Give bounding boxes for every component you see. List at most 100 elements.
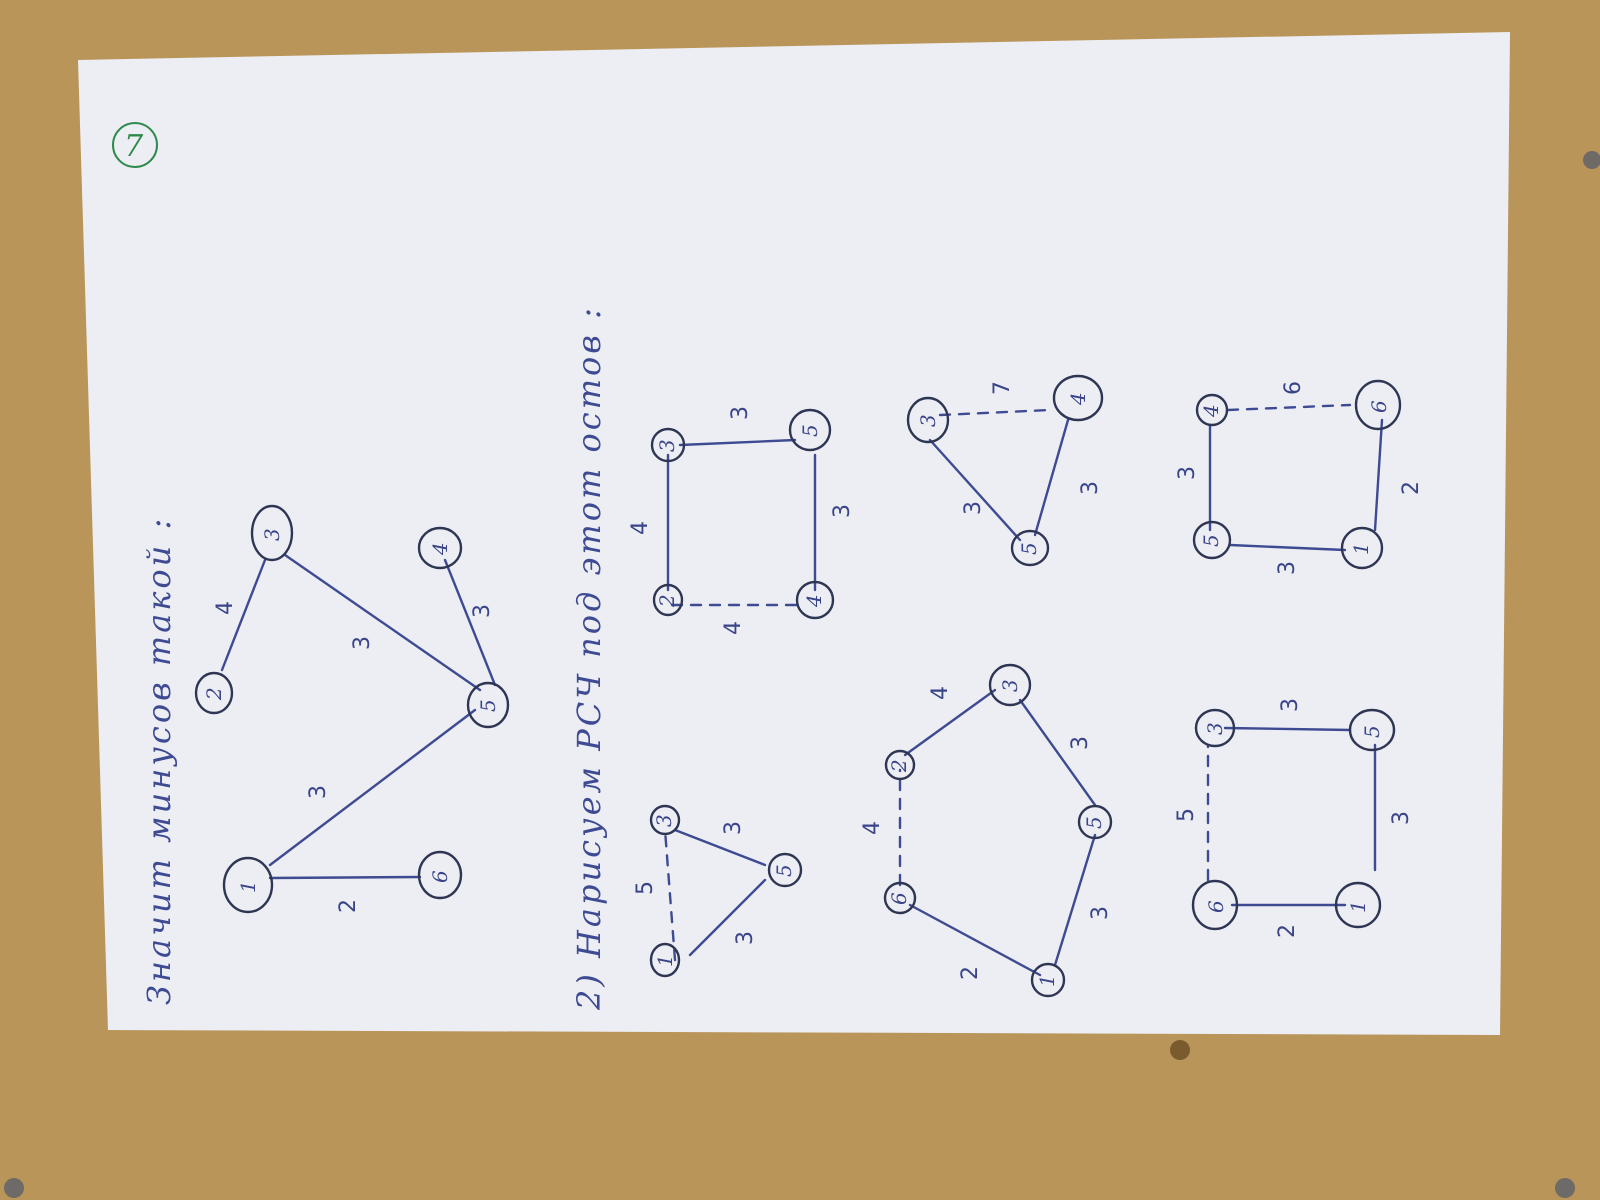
node-2 [884, 749, 916, 781]
edge-weight: 3 [470, 604, 495, 618]
node-3 [650, 427, 686, 463]
node-label: 6 [1367, 400, 1391, 413]
node-6 [1191, 879, 1239, 931]
node-label: 2 [655, 594, 679, 608]
node-5 [788, 408, 832, 452]
cycle-3-4-5: 3 4 5 7 3 3 [906, 374, 1104, 567]
node-3 [250, 504, 294, 562]
node-label: 5 [798, 424, 822, 437]
node-3-label: 3 [260, 528, 284, 541]
edge-weight: 4 [860, 821, 885, 835]
edge-weight: 3 [1068, 736, 1093, 750]
node-5 [767, 852, 803, 888]
cycle-1-3-5: 1 3 5 5 3 3 [633, 804, 803, 978]
node-6 [1354, 379, 1402, 431]
edge-weight: 3 [306, 785, 331, 799]
node-5-label: 5 [476, 699, 500, 712]
node-4 [1195, 393, 1229, 427]
screw-head [4, 1178, 24, 1198]
main-graph: 1 2 3 4 5 6 2 3 4 3 3 [194, 504, 510, 914]
node-3 [1194, 708, 1236, 748]
edge-weight: 3 [1389, 811, 1414, 825]
edge-weight: 3 [830, 504, 855, 518]
edge-weight: 4 [721, 621, 746, 635]
node-6 [883, 881, 917, 915]
node-1 [1334, 881, 1382, 929]
cycle-6-2-3-5-1: 6 2 3 5 1 4 4 3 3 2 [860, 663, 1113, 998]
node-label: 5 [1082, 816, 1106, 829]
edge-weight: 3 [721, 821, 746, 835]
node-label: 3 [652, 814, 676, 827]
node-1 [649, 942, 681, 978]
node-4 [795, 580, 835, 620]
edge-weight: 3 [1278, 698, 1303, 712]
node-4 [1052, 374, 1104, 422]
node-5 [1348, 708, 1396, 752]
edge-weight: 2 [336, 899, 361, 913]
edge-weight: 2 [1275, 924, 1300, 938]
cycle-2-3-5-4: 2 3 5 4 4 3 3 4 [628, 406, 855, 635]
node-4-label: 4 [428, 542, 452, 556]
node-label: 3 [998, 679, 1022, 692]
node-5 [466, 681, 510, 729]
edge-weight: 3 [1175, 466, 1200, 480]
node-1-label: 1 [236, 880, 260, 893]
node-6 [417, 850, 463, 900]
edge-weight: 2 [1399, 481, 1424, 495]
edge-weight: 5 [1174, 808, 1199, 822]
screw-head [1555, 1178, 1575, 1198]
node-2 [194, 671, 234, 715]
node-1 [222, 856, 274, 914]
node-label: 4 [1066, 392, 1090, 406]
node-label: 6 [1204, 900, 1228, 913]
edge-weight: 3 [1088, 906, 1113, 920]
screw-head [1170, 1040, 1190, 1060]
node-label: 1 [1349, 542, 1373, 555]
node-label: 6 [887, 892, 911, 905]
node-label: 1 [653, 954, 677, 967]
edge-weight: 6 [1281, 381, 1306, 395]
node-label: 4 [802, 594, 826, 608]
node-label: 4 [1199, 404, 1223, 418]
node-5 [1192, 520, 1232, 560]
node-label: 5 [1199, 534, 1223, 547]
edge-weight: 3 [1275, 561, 1300, 575]
node-6-label: 6 [428, 870, 452, 883]
node-3 [649, 804, 681, 836]
node-1 [1340, 526, 1384, 570]
node-label: 1 [1035, 974, 1059, 987]
edge-weight: 5 [633, 881, 658, 895]
edge-weight: 3 [350, 636, 375, 650]
node-3 [906, 396, 950, 444]
node-label: 5 [1360, 725, 1384, 738]
node-2 [652, 583, 684, 617]
edge-weight: 4 [928, 686, 953, 700]
page-number-badge: 7 [112, 122, 158, 168]
section2-text: 2) Нарисуем РСЧ под этот остов : [570, 305, 608, 1011]
edge-weight: 3 [1078, 481, 1103, 495]
node-5 [1010, 529, 1050, 567]
node-5 [1077, 804, 1113, 840]
edge-weight: 3 [733, 931, 758, 945]
cycle-6-3-5-1: 6 3 5 1 5 3 3 2 [1174, 698, 1414, 938]
page-number: 7 [124, 129, 144, 164]
node-label: 1 [1346, 900, 1370, 913]
screw-head [1583, 151, 1600, 169]
cycle-5-4-6-1: 5 4 6 1 3 6 2 3 [1175, 379, 1424, 575]
node-4 [417, 526, 463, 570]
node-2-label: 2 [202, 687, 226, 701]
edge-weight: 4 [213, 601, 238, 615]
node-label: 3 [916, 414, 940, 427]
node-1 [1030, 962, 1066, 998]
heading-text: Значит минусов такой : [140, 516, 178, 1005]
paper-sheet [78, 32, 1510, 1035]
edge-weight: 3 [961, 501, 986, 515]
edge-weight: 4 [628, 521, 653, 535]
edge-weight: 2 [958, 966, 983, 980]
node-label: 3 [655, 439, 679, 452]
node-label: 3 [1203, 722, 1227, 735]
edge-weight: 3 [728, 406, 753, 420]
node-label: 5 [1017, 542, 1041, 555]
node-label: 5 [772, 864, 796, 877]
